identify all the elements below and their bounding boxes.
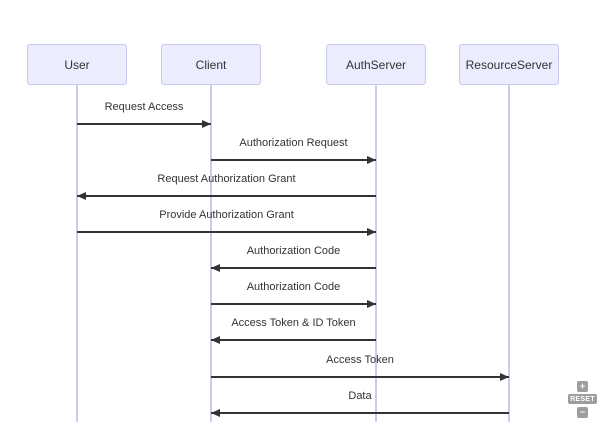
message-arrowhead [77,191,86,200]
message-arrowhead [367,227,376,236]
message-label: Data [348,390,372,402]
actor-box-resourceserver: ResourceServer [459,44,559,85]
lifeline-client [210,85,212,422]
message-label: Authorization Code [246,245,341,257]
message-label: Access Token & ID Token [231,317,356,329]
message-arrow [211,267,376,269]
message-label: Request Authorization Grant [157,173,296,185]
message-arrow [211,339,376,341]
message-arrowhead [211,335,220,344]
message-arrowhead [500,372,509,381]
zoom-in-button[interactable]: + [577,381,588,392]
message-arrowhead [367,299,376,308]
message-arrowhead [367,155,376,164]
lifeline-resourceserver [508,85,510,422]
message-arrowhead [202,119,211,128]
message-label: Provide Authorization Grant [159,209,294,221]
message-arrow [211,376,509,378]
actor-box-authserver: AuthServer [326,44,426,85]
message-arrowhead [211,408,220,417]
message-label: Request Access [104,101,184,113]
message-arrowhead [211,263,220,272]
message-arrow [77,123,211,125]
message-label: Authorization Request [239,137,348,149]
lifeline-user [76,85,78,422]
zoom-out-button[interactable]: − [577,407,588,418]
reset-button[interactable]: RESET [568,394,597,404]
message-arrow [77,195,376,197]
message-arrow [77,231,376,233]
message-arrow [211,159,376,161]
actor-box-client: Client [161,44,261,85]
message-arrow [211,303,376,305]
message-label: Access Token [326,354,394,366]
message-label: Authorization Code [246,281,341,293]
actor-box-user: User [27,44,127,85]
lifeline-authserver [375,85,377,422]
message-arrow [211,412,509,414]
